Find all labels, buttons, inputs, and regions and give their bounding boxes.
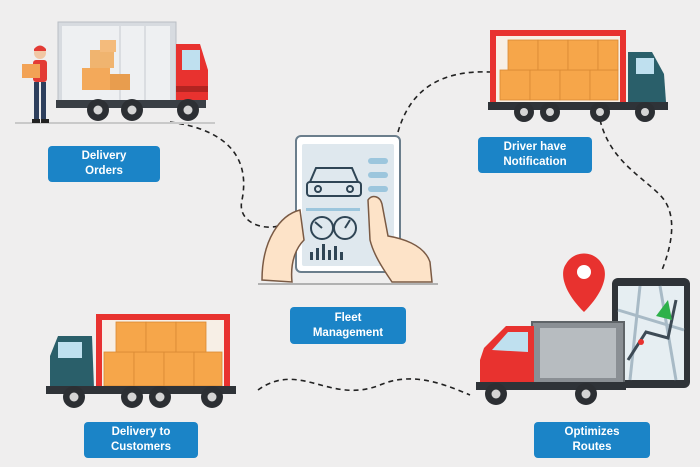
label-fleet-management-line1: Fleet: [334, 311, 362, 324]
label-delivery-to-customers-line1: Delivery to: [111, 426, 171, 438]
label-optimizes-routes-line1: Optimizes: [564, 426, 620, 438]
label-delivery-to-customers-line2: Customers: [110, 441, 172, 453]
driver-notification-truck-icon: [488, 30, 668, 122]
label-delivery-orders: Delivery Orders: [48, 146, 160, 182]
connector-orders-to-fleet: [169, 121, 283, 228]
label-optimizes-routes-line2: Routes: [572, 441, 612, 453]
optimizes-routes-icon: [476, 253, 690, 405]
label-delivery-orders-line2: Orders: [85, 165, 123, 177]
label-fleet-management-line2: Management: [312, 326, 384, 339]
connector-fleet-to-driver: [397, 71, 491, 133]
label-fleet-management: Fleet Management: [290, 307, 406, 344]
location-pin-icon: [563, 253, 605, 312]
fleet-management-tablet-icon: [258, 135, 438, 285]
delivery-to-customers-truck-icon: [46, 314, 236, 408]
label-delivery-to-customers: Delivery to Customers: [84, 422, 198, 458]
label-driver-notification: Driver have Notification: [478, 137, 592, 173]
label-delivery-orders-line1: Delivery: [81, 150, 127, 162]
connector-driver-to-routes: [599, 119, 673, 271]
dashed-connectors: [169, 71, 673, 396]
label-optimizes-routes: Optimizes Routes: [534, 422, 650, 458]
label-driver-notification-line1: Driver have: [503, 141, 567, 153]
connector-customers-to-routes: [257, 378, 471, 396]
delivery-orders-truck-icon: [15, 21, 215, 124]
label-driver-notification-line2: Notification: [503, 156, 567, 168]
car-icon: [306, 167, 362, 197]
